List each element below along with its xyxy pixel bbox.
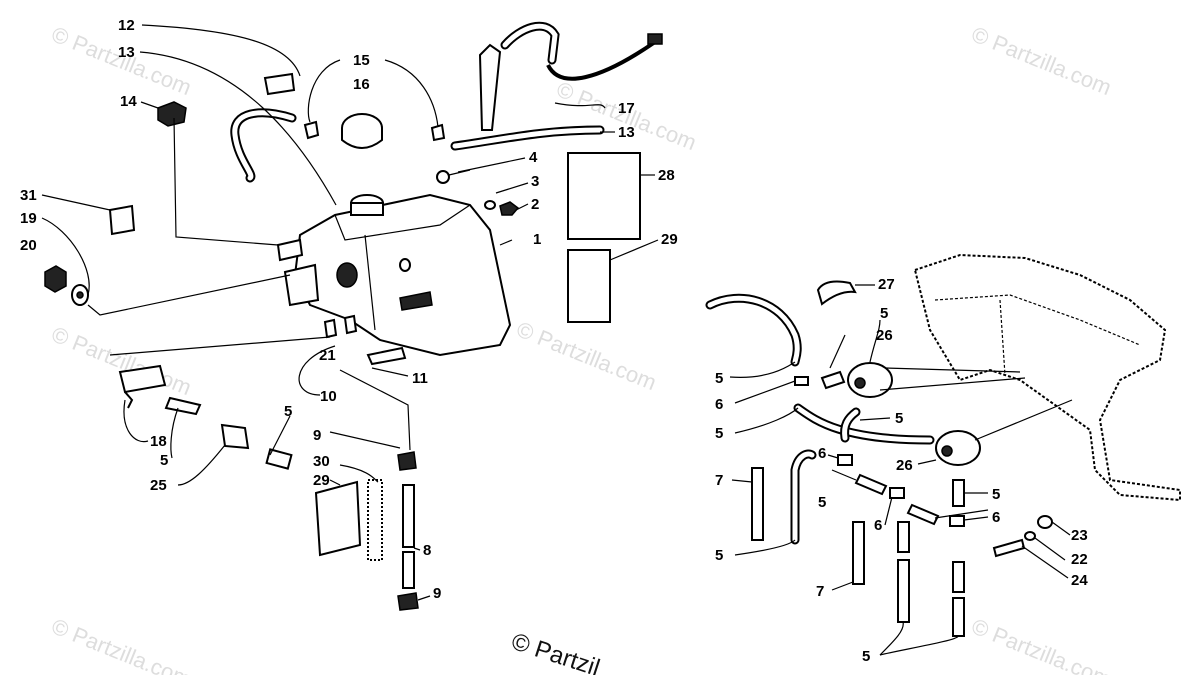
callout-13: 13 (118, 44, 135, 61)
callout-29: 29 (313, 472, 330, 489)
callout-5: 5 (284, 403, 292, 420)
callout-22: 22 (1071, 551, 1088, 568)
callout-10: 10 (320, 388, 337, 405)
callout-5: 5 (895, 410, 903, 427)
callout-28: 28 (658, 167, 675, 184)
callout-8: 8 (423, 542, 431, 559)
watermark: © Partzilla.com (48, 613, 195, 675)
callout-25: 25 (150, 477, 167, 494)
watermark: © Partzilla.com (968, 613, 1115, 675)
callout-5: 5 (160, 452, 168, 469)
callout-17: 17 (618, 100, 635, 117)
watermark: © Partzilla.com (968, 21, 1115, 100)
callout-30: 30 (313, 453, 330, 470)
callout-labels: 12 13 14 15 16 17 13 4 3 2 28 1 29 31 19… (20, 17, 1088, 665)
callout-5: 5 (862, 648, 870, 665)
callout-27: 27 (878, 276, 895, 293)
callout-5: 5 (715, 425, 723, 442)
fuel-pump-assembly (705, 253, 1181, 637)
callout-26: 26 (896, 457, 913, 474)
watermark: © Partzilla.com (513, 316, 660, 395)
callout-4: 4 (529, 149, 538, 166)
callout-21: 21 (319, 347, 336, 364)
foam-pad (567, 152, 641, 240)
callout-7: 7 (715, 472, 723, 489)
callout-2: 2 (531, 196, 539, 213)
foam-pad (567, 249, 611, 323)
fuel-tank-assembly (44, 21, 663, 611)
callout-7: 7 (816, 583, 824, 600)
copyright-credit: © Partzil (508, 628, 603, 675)
callout-29: 29 (661, 231, 678, 248)
callout-5: 5 (818, 494, 826, 511)
callout-5: 5 (880, 305, 888, 322)
callout-13: 13 (618, 124, 635, 141)
left-leader-lines (41, 24, 659, 601)
right-leader-lines (729, 284, 1071, 656)
fuel-tank (293, 193, 512, 357)
callout-3: 3 (531, 173, 539, 190)
callout-23: 23 (1071, 527, 1088, 544)
callout-26: 26 (876, 327, 893, 344)
callout-6: 6 (992, 509, 1000, 526)
callout-6: 6 (874, 517, 882, 534)
callout-6: 6 (715, 396, 723, 413)
callout-20: 20 (20, 237, 37, 254)
callout-1: 1 (533, 231, 541, 248)
callout-6: 6 (818, 445, 826, 462)
callout-18: 18 (150, 433, 167, 450)
callout-12: 12 (118, 17, 135, 34)
callout-9: 9 (433, 585, 441, 602)
callout-31: 31 (20, 187, 37, 204)
nut (157, 101, 187, 127)
decal (263, 72, 296, 96)
callout-9: 9 (313, 427, 321, 444)
callout-19: 19 (20, 210, 37, 227)
callout-16: 16 (353, 76, 370, 93)
callout-5: 5 (715, 547, 723, 564)
callout-15: 15 (353, 52, 370, 69)
callout-11: 11 (412, 370, 428, 387)
watermark: © Partzilla.com (48, 321, 195, 400)
callout-24: 24 (1071, 572, 1088, 589)
callout-5: 5 (715, 370, 723, 387)
callout-14: 14 (120, 93, 137, 110)
callout-5: 5 (992, 486, 1000, 503)
